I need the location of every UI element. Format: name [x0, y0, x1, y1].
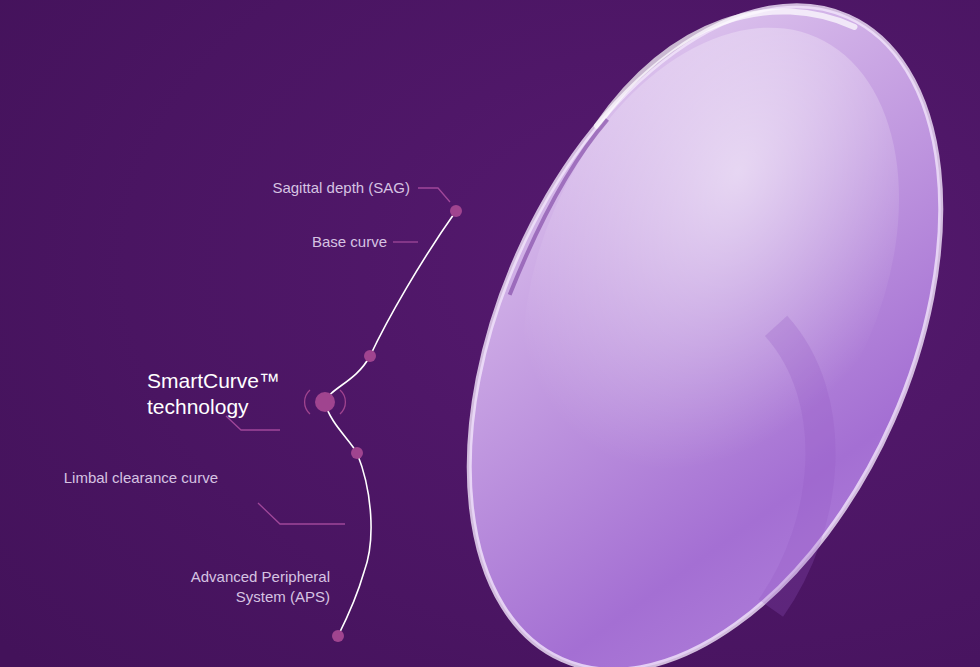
highlight-ring — [305, 390, 346, 414]
label-slot: Advanced Peripheral System (APS) — [155, 567, 330, 608]
part-label: Limbal clearance curve — [0, 468, 218, 488]
part-label: Sagittal depth (SAG) — [190, 178, 410, 198]
part-label: Base curve — [227, 232, 387, 252]
label-slot: Sagittal depth (SAG) — [190, 178, 410, 198]
label-slot: Limbal clearance curve — [0, 468, 218, 488]
part-label: Advanced Peripheral System (APS) — [155, 567, 330, 608]
label-slot: Base curve — [227, 232, 387, 252]
lens-profile-curve — [325, 211, 456, 636]
label-slot: SmartCurve™ technology — [147, 368, 297, 421]
contact-lens — [375, 0, 980, 667]
leader-lines — [226, 188, 450, 524]
feature-heading: SmartCurve™ technology — [147, 368, 297, 421]
profile-dots — [315, 205, 462, 642]
